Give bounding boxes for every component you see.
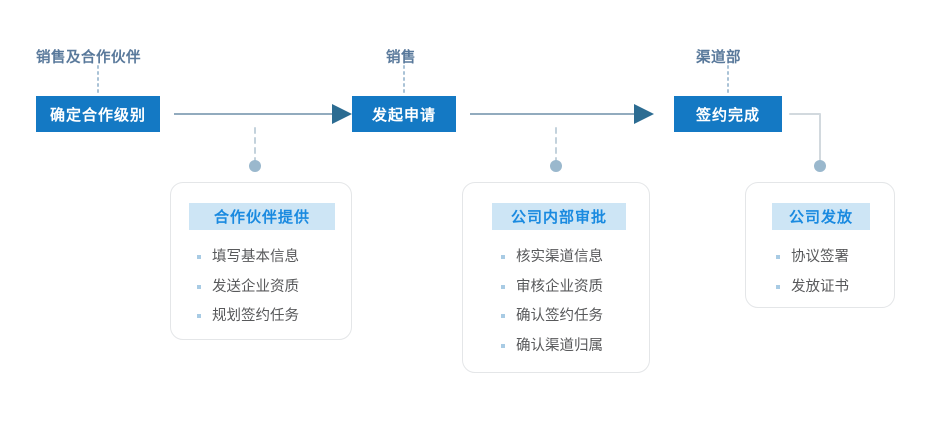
list-item-label: 填写基本信息: [212, 249, 299, 265]
bullet-icon: [197, 284, 201, 289]
card-header-1: 合作伙伴提供: [189, 203, 335, 230]
card-anchor-dot-3: [814, 160, 826, 172]
list-item: 规划签约任务: [197, 309, 299, 324]
card-header-2: 公司内部审批: [492, 203, 626, 230]
role-label-1: 销售及合作伙伴: [36, 50, 141, 66]
stage-box-3[interactable]: 签约完成: [674, 96, 782, 132]
card-list-1: 填写基本信息 发送企业资质 规划签约任务: [197, 250, 299, 339]
stage-box-2[interactable]: 发起申请: [352, 96, 456, 132]
list-item: 确认渠道归属: [501, 337, 603, 354]
list-item: 核实渠道信息: [501, 250, 603, 265]
flow-arrow-head-1: [332, 104, 352, 124]
list-item-label: 确认渠道归属: [516, 337, 603, 354]
bullet-icon: [197, 314, 201, 319]
bullet-icon: [776, 284, 780, 289]
detail-card-2[interactable]: 公司内部审批 核实渠道信息 审核企业资质 确认签约任务 确认渠道归属: [462, 182, 650, 373]
bullet-icon: [776, 255, 780, 260]
list-item-label: 核实渠道信息: [516, 249, 603, 265]
role-label-3: 渠道部: [696, 50, 741, 66]
card-anchor-dot-2: [550, 160, 562, 172]
flow-arrow-head-2: [634, 104, 654, 124]
detail-card-3[interactable]: 公司发放 协议签署 发放证书: [745, 182, 895, 308]
list-item: 确认签约任务: [501, 309, 603, 324]
bullet-icon: [501, 284, 505, 289]
detail-card-1[interactable]: 合作伙伴提供 填写基本信息 发送企业资质 规划签约任务: [170, 182, 352, 340]
list-item-label: 确认签约任务: [516, 308, 603, 324]
list-item: 填写基本信息: [197, 250, 299, 265]
list-item-label: 协议签署: [791, 249, 849, 265]
list-item: 审核企业资质: [501, 278, 603, 295]
card-header-3: 公司发放: [772, 203, 870, 230]
bullet-icon: [501, 314, 505, 319]
stage-box-1[interactable]: 确定合作级别: [36, 96, 160, 132]
list-item-label: 规划签约任务: [212, 308, 299, 324]
list-item: 发送企业资质: [197, 278, 299, 295]
card-anchor-dot-1: [249, 160, 261, 172]
list-item-label: 发送企业资质: [212, 278, 299, 295]
card-list-3: 协议签署 发放证书: [776, 250, 849, 309]
card-list-2: 核实渠道信息 审核企业资质 确认签约任务 确认渠道归属: [501, 250, 603, 368]
list-item: 发放证书: [776, 278, 849, 295]
list-item-label: 发放证书: [791, 278, 849, 295]
card-elbow-3: [789, 113, 821, 161]
list-item: 协议签署: [776, 250, 849, 265]
bullet-icon: [501, 343, 505, 348]
list-item-label: 审核企业资质: [516, 278, 603, 295]
role-label-2: 销售: [386, 50, 416, 66]
bullet-icon: [197, 255, 201, 260]
bullet-icon: [501, 255, 505, 260]
